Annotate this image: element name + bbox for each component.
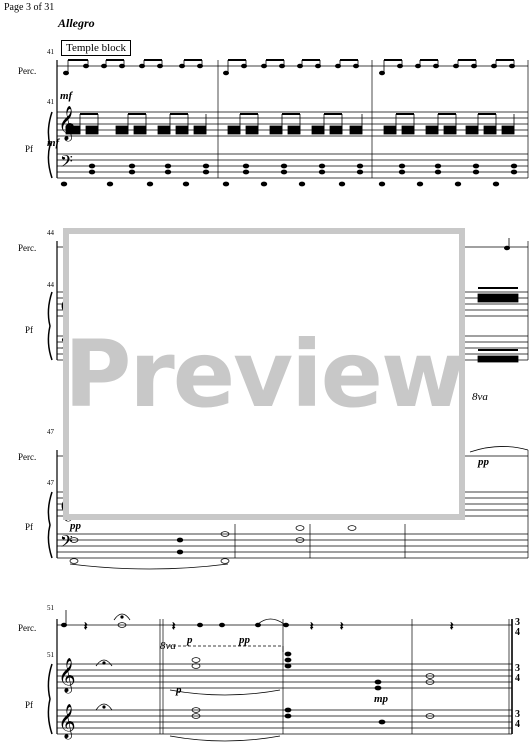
piano-brace xyxy=(47,491,53,559)
time-signature-top: 3 xyxy=(515,709,520,720)
time-signature-bottom: 4 xyxy=(515,673,520,684)
fermata-icon xyxy=(95,703,113,711)
time-signature-top: 3 xyxy=(515,617,520,628)
treble-clef-icon: 𝄞 xyxy=(58,658,76,694)
fermata-icon xyxy=(113,613,131,621)
piano-bass-notes xyxy=(60,163,518,187)
part-label-piano: Pf xyxy=(25,325,34,335)
time-signature-top: 3 xyxy=(515,663,520,674)
page-number: Page 3 of 31 xyxy=(4,2,55,13)
dynamic-pp: pp xyxy=(478,456,489,468)
part-label-perc: Perc. xyxy=(18,66,37,76)
bass-staff xyxy=(57,533,528,559)
svg-text:𝄽: 𝄽 xyxy=(172,621,175,633)
treble-clef-icon: 𝄞 xyxy=(58,106,76,142)
treble-staff-lower xyxy=(57,709,512,735)
part-label-perc: Perc. xyxy=(18,623,37,633)
octave-marking: 8va xyxy=(160,640,176,652)
treble-clef-icon: 𝄞 xyxy=(58,704,76,740)
measure-number: 44 xyxy=(47,229,54,237)
measure-number: 51 xyxy=(47,651,54,659)
bass-clef-icon: 𝄢 xyxy=(60,531,73,555)
preview-watermark-text: Preview xyxy=(63,320,466,428)
tempo-marking: Allegro xyxy=(58,16,95,30)
note-pair xyxy=(63,59,90,76)
measure-number: 41 xyxy=(47,98,54,106)
dynamic-pp: pp xyxy=(239,634,250,646)
instrument-note-box: Temple block xyxy=(61,40,132,56)
piano-treble-chords xyxy=(65,113,515,135)
part-label-piano: Pf xyxy=(25,700,34,710)
dynamic-mf: mf xyxy=(60,90,73,102)
time-signature-bottom: 4 xyxy=(515,627,520,638)
dynamic-mp: mp xyxy=(374,693,389,705)
fermata-icon xyxy=(95,659,113,667)
bass-staff xyxy=(57,153,528,179)
svg-text:𝄽: 𝄽 xyxy=(340,621,343,633)
dynamic-p: p xyxy=(176,684,182,696)
part-label-perc: Perc. xyxy=(18,243,37,253)
part-label-piano: Pf xyxy=(25,522,34,532)
svg-text:𝄽: 𝄽 xyxy=(310,621,313,633)
part-label-perc: Perc. xyxy=(18,452,37,462)
part-label-piano: Pf xyxy=(25,144,34,154)
rest-icon: 𝄽 xyxy=(84,621,87,633)
piano-brace xyxy=(47,291,53,361)
dynamic-p: p xyxy=(187,634,193,646)
piano-brace xyxy=(47,111,53,179)
measure-number: 51 xyxy=(47,604,54,612)
measure-number: 47 xyxy=(47,479,54,487)
dynamic-pp: pp xyxy=(70,520,81,532)
piano-brace xyxy=(47,663,53,735)
svg-text:𝄽: 𝄽 xyxy=(450,621,453,633)
perc-notes xyxy=(63,59,515,76)
measure-number: 44 xyxy=(47,281,54,289)
time-signature-bottom: 4 xyxy=(515,719,520,730)
treble-staff xyxy=(57,663,512,689)
bass-clef-icon: 𝄢 xyxy=(60,151,73,175)
measure-number: 41 xyxy=(47,48,54,56)
system4-notes: 𝄽 𝄽 𝄽 𝄽 𝄽 xyxy=(61,610,454,742)
preview-watermark: Preview xyxy=(63,228,466,520)
measure-number: 47 xyxy=(47,428,54,436)
octave-marking: 8va xyxy=(472,391,488,403)
